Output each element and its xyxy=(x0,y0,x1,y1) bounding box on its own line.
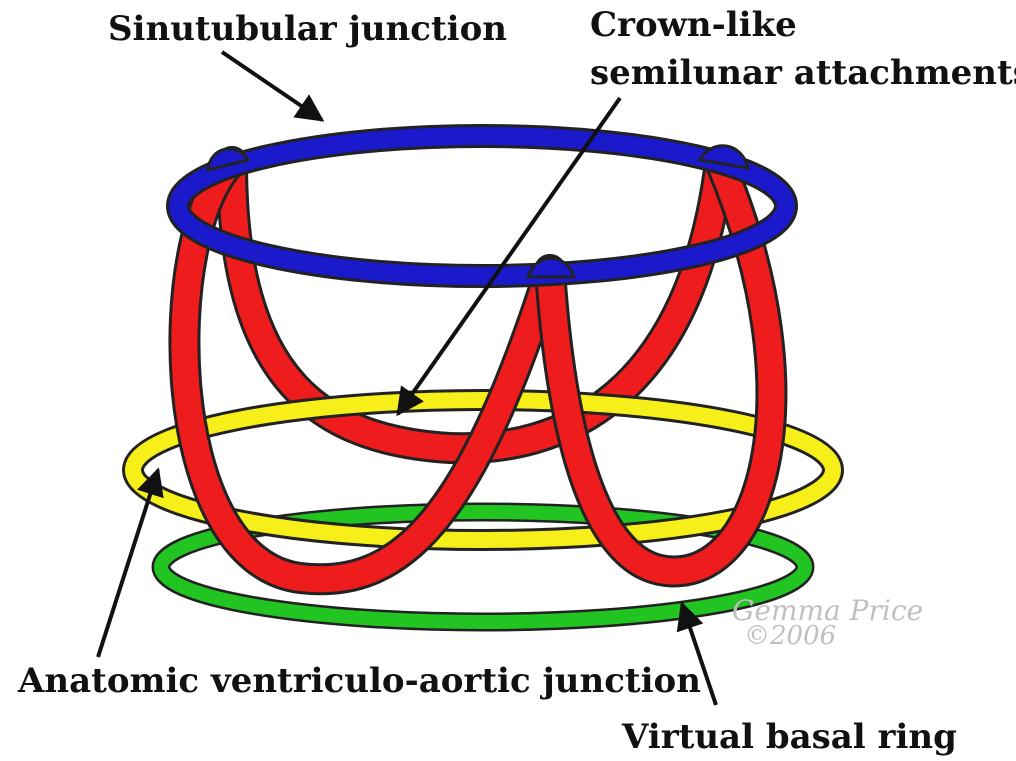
sinutubular-junction-ring xyxy=(166,124,798,288)
arrow-crown xyxy=(396,96,622,417)
label-sinutubular-junction: Sinutubular junction xyxy=(108,9,507,49)
label-crown-line2: semilunar attachments xyxy=(590,53,1016,93)
leader-arrows xyxy=(96,50,718,706)
arrow-anatomic xyxy=(96,467,164,658)
arrow-sinutubular xyxy=(220,50,325,122)
anatomic-junction-ring xyxy=(122,389,844,551)
commissure-front xyxy=(525,256,577,279)
arrow-virtual xyxy=(676,601,718,706)
label-anatomic-junction: Anatomic ventriculo-aortic junction xyxy=(17,661,701,701)
label-virtual-basal-ring: Virtual basal ring xyxy=(621,717,957,757)
crown-back-strands xyxy=(216,146,736,465)
label-crown-line1: Crown-like xyxy=(590,5,797,45)
credit-year: ©2006 xyxy=(744,621,836,651)
crown-front-strands xyxy=(168,146,788,596)
commissure-right xyxy=(697,144,750,170)
credit-name: Gemma Price xyxy=(732,594,923,627)
virtual-basal-ring xyxy=(151,502,815,632)
commissure-left xyxy=(206,147,251,172)
